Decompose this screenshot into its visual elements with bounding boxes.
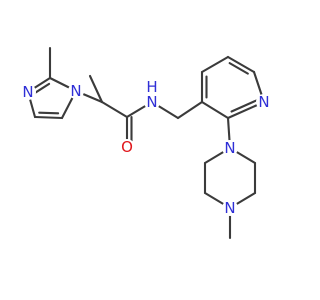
bond-p5-p6 xyxy=(226,55,256,74)
atom-label-background xyxy=(144,79,160,95)
atom-label-background xyxy=(256,94,272,110)
atom-label-n-imid-1: N xyxy=(70,82,81,100)
atom-label-background xyxy=(68,83,84,99)
atom-label-o-carbonyl: O xyxy=(121,138,133,156)
atom-label-background xyxy=(222,200,238,216)
bond-npy-p2-second-line xyxy=(230,99,258,113)
atom-label-n-pyridine: N xyxy=(258,93,269,111)
atom-label-n-pip-1: N xyxy=(224,139,235,157)
atom-label-background xyxy=(222,140,238,156)
bond-ch2-p3 xyxy=(176,100,204,120)
atom-label-background xyxy=(119,139,135,155)
atom-label-n-imid-ring: N xyxy=(22,83,33,101)
atom-label-n-pip-4: N xyxy=(224,199,235,217)
atom-label-background xyxy=(20,84,36,100)
bond-p4-p5 xyxy=(200,55,230,74)
atom-label-background xyxy=(144,94,160,110)
bond-p2-p3 xyxy=(200,100,230,120)
bond-ca-cc xyxy=(100,100,129,119)
atom-label-n-amide: N xyxy=(146,93,157,111)
atom-label-h-amide: H xyxy=(146,78,157,96)
bond-c2-n3-second-line xyxy=(32,82,51,95)
bond-c4-c5 xyxy=(33,115,64,120)
bond-c4-c5-second-line xyxy=(38,111,60,115)
bond-ca-me2 xyxy=(88,74,104,104)
bond-p5-p6-second-line xyxy=(228,62,249,75)
